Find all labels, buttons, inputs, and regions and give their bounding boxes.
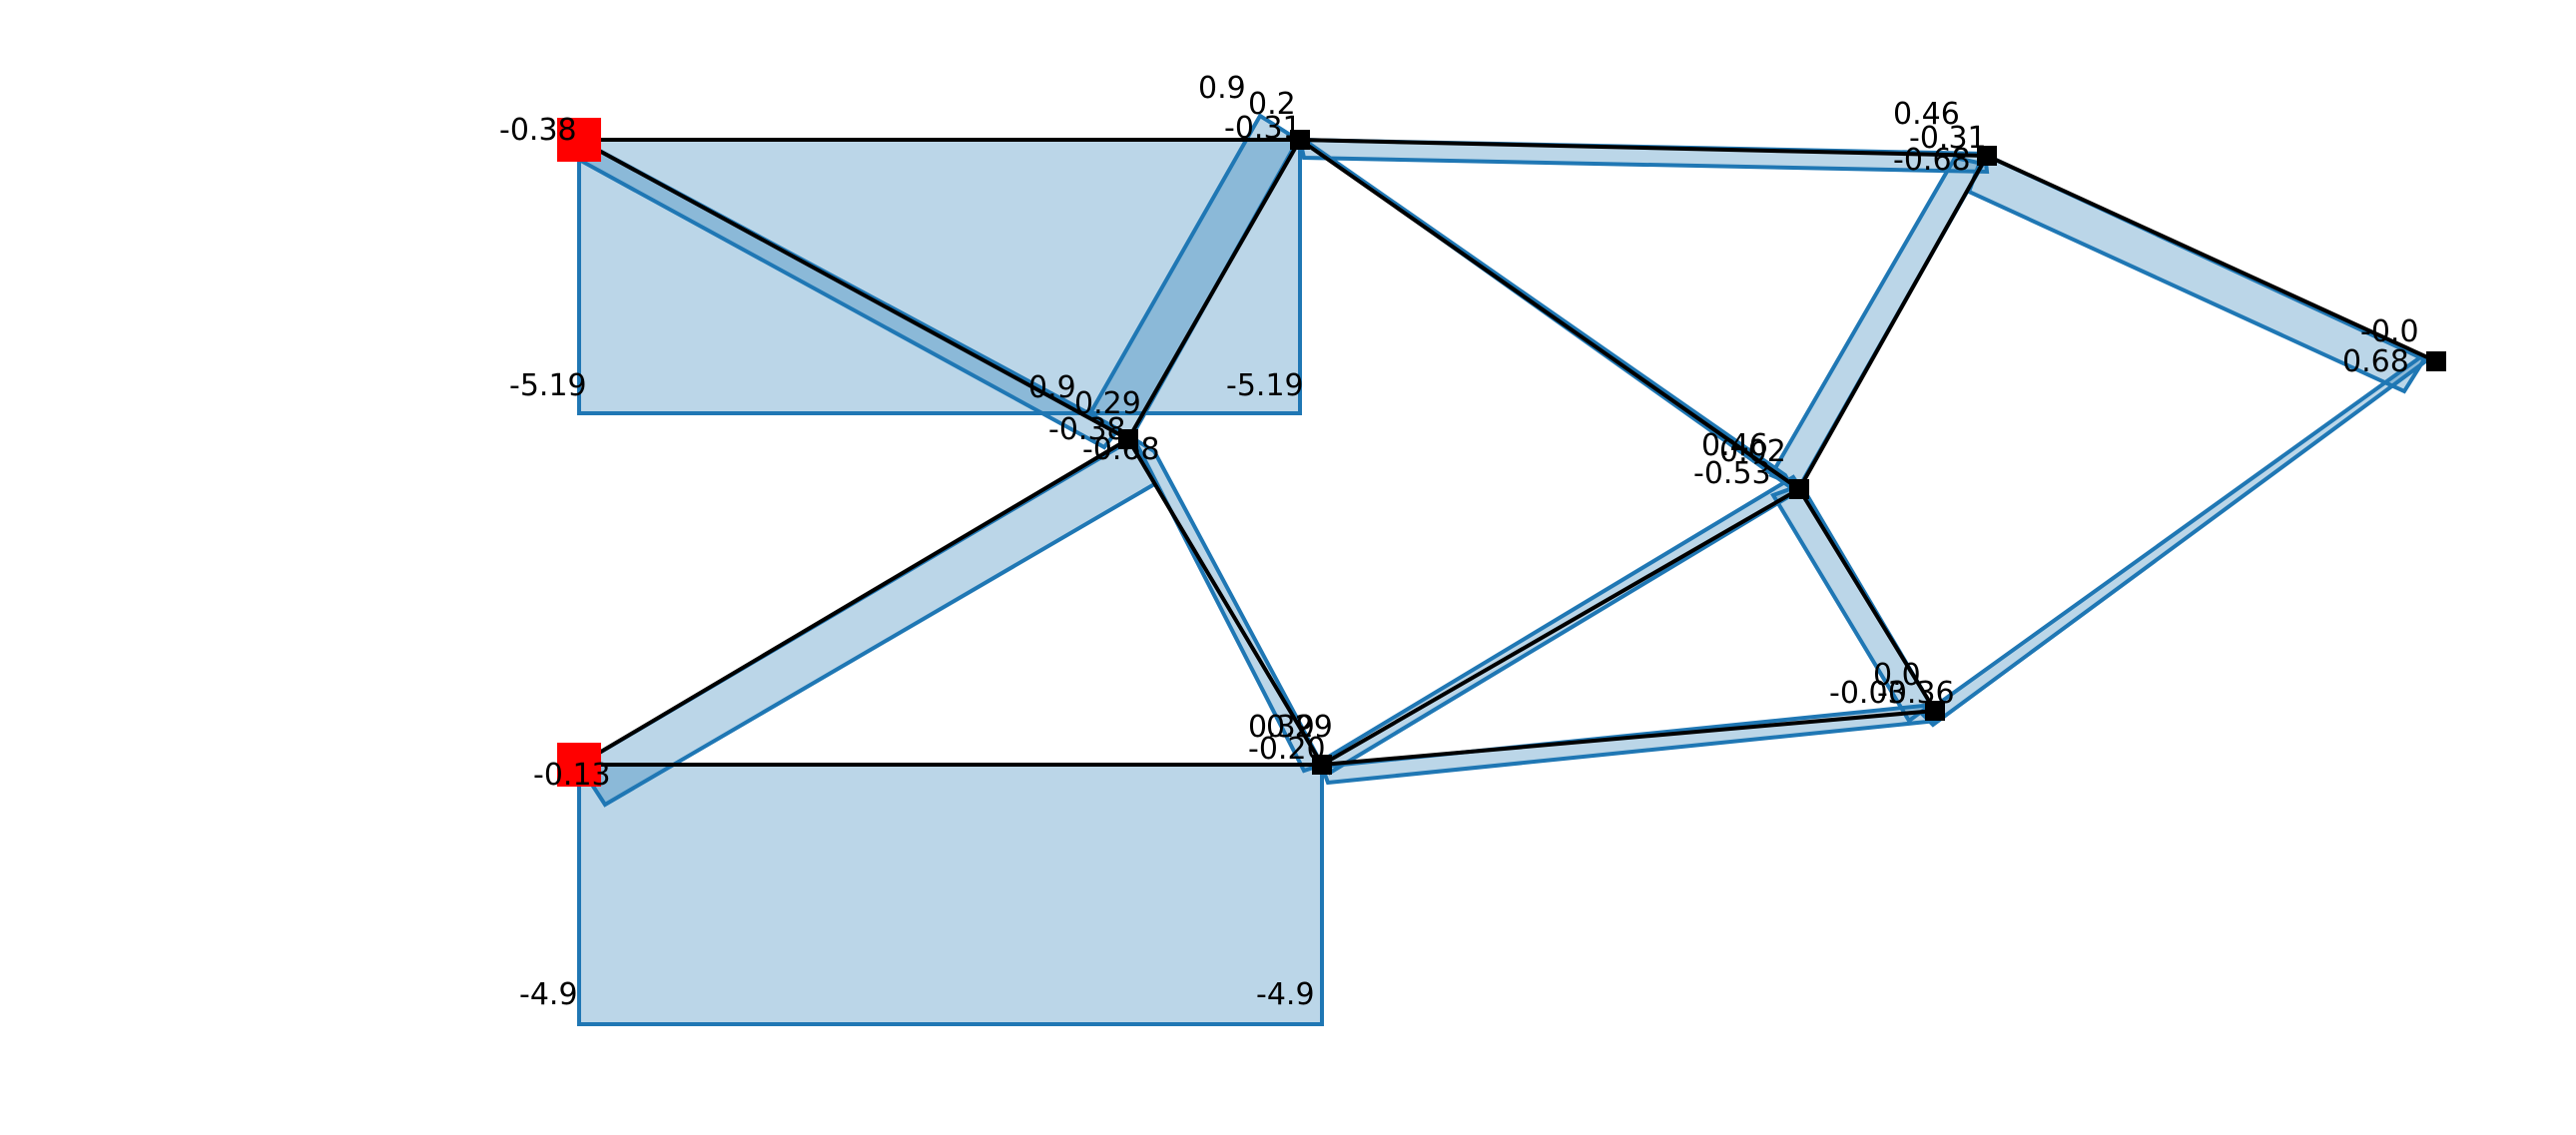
load-label-top-right: -5.19 xyxy=(1226,368,1304,403)
support-node-n2 xyxy=(557,743,601,787)
member-n1-n4 xyxy=(578,138,1129,441)
member-n5-n7 xyxy=(1320,487,1801,767)
node-label-n2: -0.13 xyxy=(533,758,611,793)
load-block-bottom xyxy=(577,763,1324,1026)
member-n5-n8 xyxy=(1321,709,1936,767)
member-n7-n8 xyxy=(1797,487,1937,713)
node-label-n3-a: 0.9 xyxy=(1198,71,1246,106)
node-label-n6-c: -0.68 xyxy=(1893,143,1971,178)
node-label-n4-d: -0.68 xyxy=(1082,432,1160,467)
member-n4-n5 xyxy=(1126,437,1324,767)
node-label-n8-c: -0.36 xyxy=(1877,676,1955,711)
node-label-n4-b: 0.29 xyxy=(1074,386,1141,421)
node-n6 xyxy=(1977,146,1997,166)
node-label-n7-b: 0.02 xyxy=(1719,434,1786,469)
member-n6-n9 xyxy=(1986,154,2437,363)
node-label-n7-c: -0.53 xyxy=(1693,456,1771,491)
node-label-n4-c: -0.38 xyxy=(1048,412,1126,447)
node-label-n8-b: -0.03 xyxy=(1829,676,1907,711)
node-label-n6-a: 0.46 xyxy=(1893,97,1960,132)
node-label-n3-b: 0.2 xyxy=(1248,87,1296,122)
load-block-top xyxy=(577,138,1302,415)
load-label-bottom-right: -4.9 xyxy=(1256,977,1315,1012)
node-label-n5-c: -0.20 xyxy=(1248,732,1326,767)
node-n3 xyxy=(1290,130,1310,150)
member-n3-n6 xyxy=(1299,138,1988,158)
node-label-n1: -0.38 xyxy=(499,113,577,148)
node-label-n6-b: -0.31 xyxy=(1909,121,1987,156)
member-n2-n4 xyxy=(577,437,1130,767)
node-label-n3-c: -0.31 xyxy=(1224,111,1302,146)
nodes xyxy=(557,118,2446,787)
member-n6-n7 xyxy=(1797,155,1989,490)
load-label-bottom-left: -4.9 xyxy=(519,977,578,1012)
node-n5 xyxy=(1312,755,1332,775)
node-label-n5-b: 0.29 xyxy=(1266,710,1333,745)
member-n3-n4 xyxy=(1126,139,1302,440)
labels: -5.19 -5.19 -4.9 -4.9 -0.38 -0.13 0.9 0.… xyxy=(499,71,2419,1012)
node-n4 xyxy=(1118,429,1138,449)
load-label-top-left: -5.19 xyxy=(509,368,587,403)
node-label-n5-a: 0.39 xyxy=(1248,710,1315,745)
node-label-n7-a: 0.46 xyxy=(1701,428,1768,463)
member-n3-n7 xyxy=(1298,138,1801,491)
node-label-n4-a: 0.9 xyxy=(1028,370,1076,405)
node-label-n8-a: 0.0 xyxy=(1873,658,1921,693)
node-label-n9-b: 0.68 xyxy=(2342,344,2409,379)
support-node-n1 xyxy=(557,118,601,162)
node-n9 xyxy=(2426,351,2446,371)
node-label-n9-a: -0.0 xyxy=(2360,314,2419,349)
members xyxy=(577,138,2437,767)
node-n7 xyxy=(1789,479,1809,499)
node-n8 xyxy=(1925,701,1945,721)
